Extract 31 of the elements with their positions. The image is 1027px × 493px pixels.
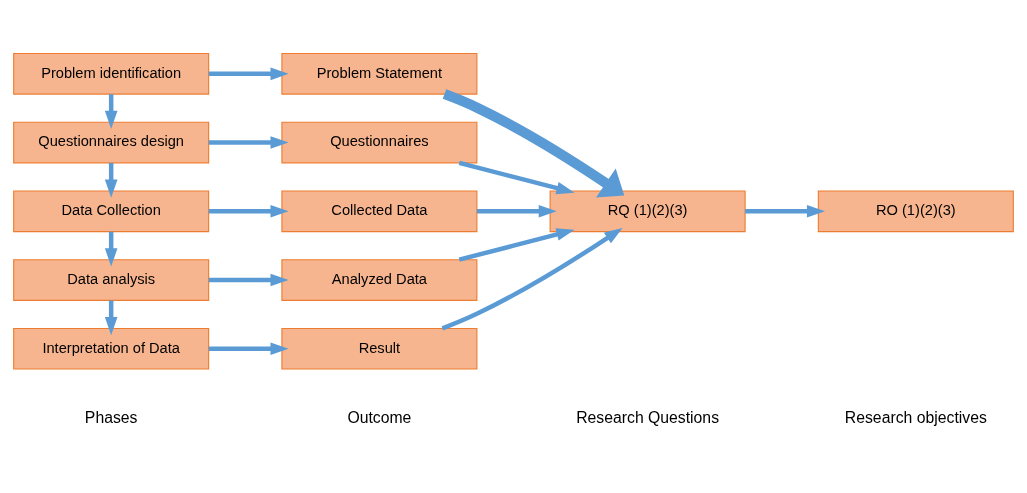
node-box: Data Collection [13,190,210,233]
arrow [441,227,623,331]
node-box: Questionnaires [281,121,478,164]
arrow [104,94,118,129]
node-box: RO (1)(2)(3) [817,190,1014,233]
arrow [208,67,289,81]
node-box: Interpretation of Data [13,327,210,370]
arrow [208,136,289,149]
node-box: Collected Data [281,190,478,233]
arrow [208,273,289,287]
node-box: Questionnaires design [13,121,210,164]
node-box: Problem Statement [281,52,478,95]
arrow [476,204,557,218]
arrow [458,160,575,195]
node-box: Analyzed Data [281,259,478,301]
arrow [208,342,289,356]
arrow [104,162,118,198]
node-box: RQ (1)(2)(3) [549,190,746,233]
node-box: Problem identification [13,52,210,95]
arrow [104,231,118,267]
arrow [208,204,289,218]
arrow [745,204,825,218]
node-box: Result [281,327,478,370]
arrow [442,89,625,198]
node-box: Data analysis [13,259,210,301]
arrow [104,300,118,336]
label: Research Questions [576,408,720,426]
label: Research objectives [844,408,987,426]
arrow [458,228,575,262]
label: Phases [84,408,138,426]
label: Outcome [347,408,412,426]
